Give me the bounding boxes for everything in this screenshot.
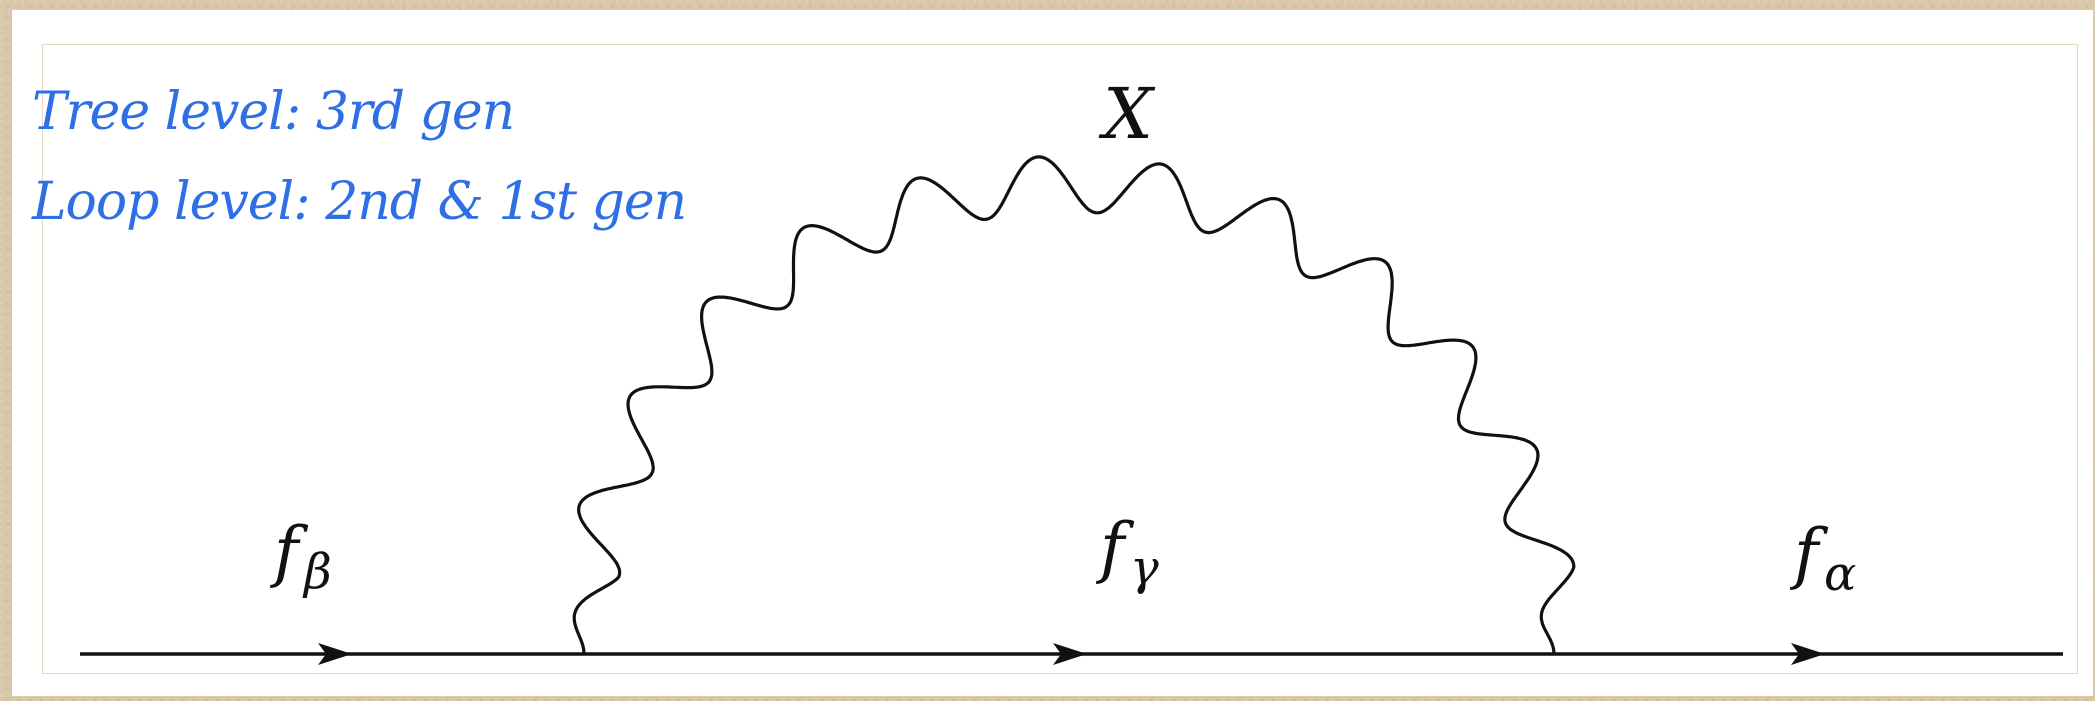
loop-level-note: Loop level: 2nd & 1st gen	[32, 172, 687, 232]
svg-text:f: f	[1095, 509, 1135, 586]
svg-text:f: f	[269, 513, 309, 590]
svg-text:γ: γ	[1130, 540, 1159, 596]
fermion-label-gamma: f γ	[1095, 509, 1159, 596]
wavy-boson-line	[572, 155, 1576, 655]
slide-card	[12, 10, 2093, 696]
arrow-icon	[318, 643, 352, 665]
boson-label: X	[1098, 73, 1156, 155]
tree-level-note: Tree level: 3rd gen	[32, 82, 515, 142]
arrow-icon	[1053, 643, 1087, 665]
arrow-icon	[1791, 643, 1825, 665]
diagram-frame	[42, 44, 2078, 674]
svg-text:β: β	[302, 544, 332, 600]
svg-text:f: f	[1789, 515, 1829, 592]
fermion-label-alpha: f α	[1789, 515, 1856, 602]
svg-text:α: α	[1824, 546, 1856, 602]
fermion-label-beta: f β	[269, 513, 332, 600]
